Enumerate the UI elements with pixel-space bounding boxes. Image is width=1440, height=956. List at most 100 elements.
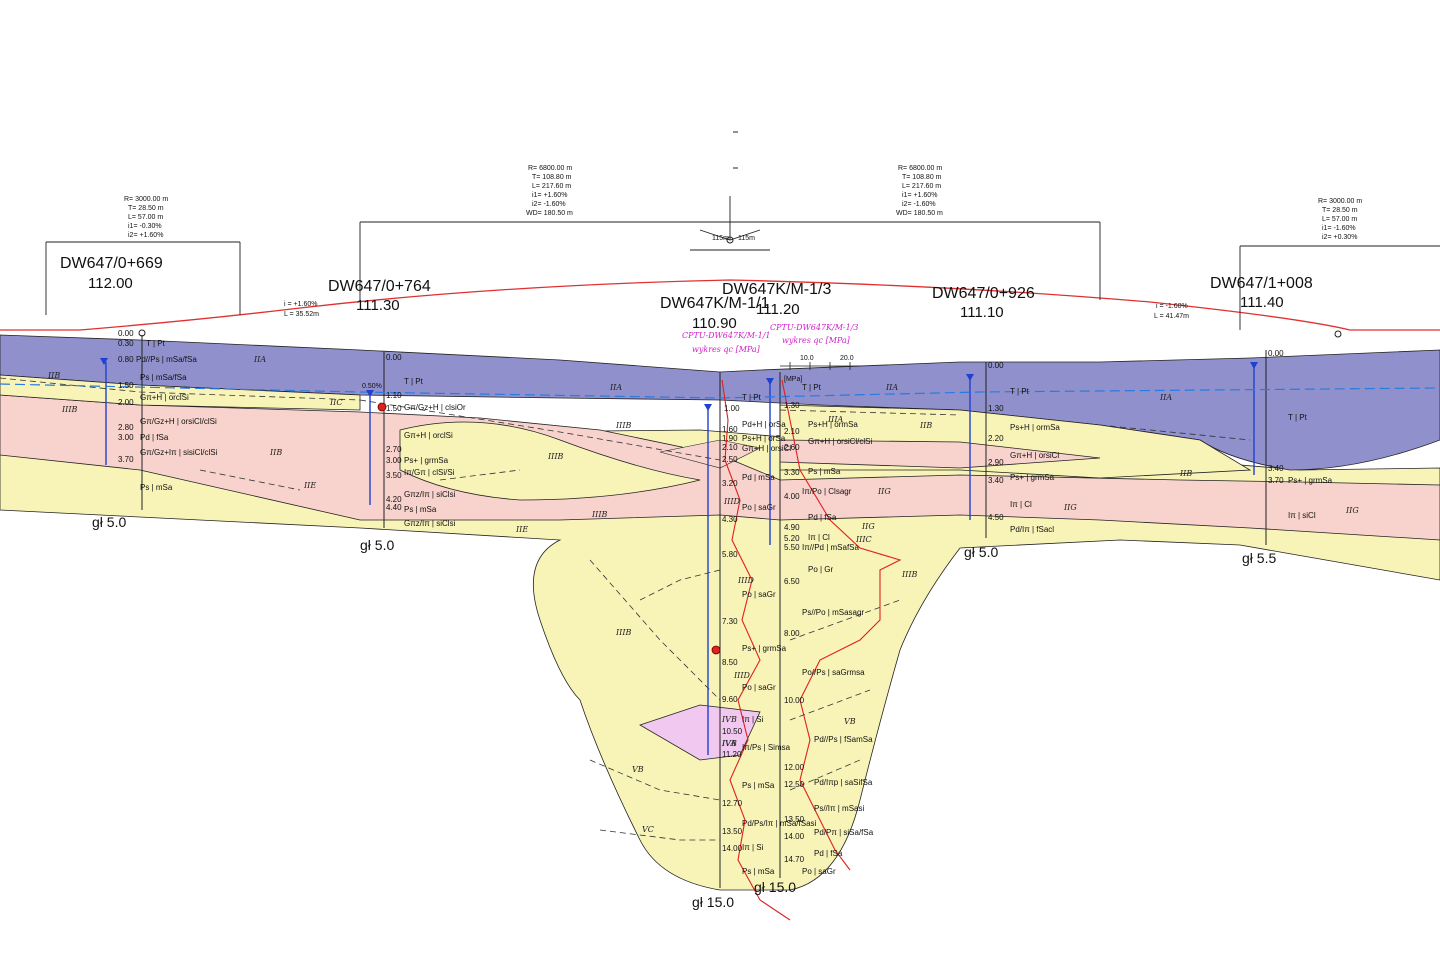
depth-label: gł 5.0 bbox=[92, 514, 126, 530]
svg-text:2.60: 2.60 bbox=[784, 443, 800, 452]
svg-text:L= 217.60 m: L= 217.60 m bbox=[532, 183, 571, 190]
borehole-elevation: 111.40 bbox=[1240, 294, 1284, 311]
svg-text:10.00: 10.00 bbox=[784, 696, 805, 705]
svg-text:Iπ | Cl: Iπ | Cl bbox=[808, 533, 830, 542]
svg-text:T= 108.80 m: T= 108.80 m bbox=[532, 174, 572, 181]
groundwater-line bbox=[0, 383, 1440, 399]
svg-text:Gπ+H | orclSi: Gπ+H | orclSi bbox=[140, 393, 189, 402]
svg-text:WD= 180.50 m: WD= 180.50 m bbox=[896, 210, 943, 217]
svg-text:1.10: 1.10 bbox=[386, 391, 402, 400]
svg-text:Pd | fSa: Pd | fSa bbox=[814, 849, 843, 858]
svg-text:IIID: IIID bbox=[737, 576, 754, 585]
svg-text:1.90: 1.90 bbox=[722, 434, 738, 443]
svg-text:IIG: IIG bbox=[1063, 503, 1077, 512]
svg-text:Pd/Ps/Iπ | mSa/fSasi: Pd/Ps/Iπ | mSa/fSasi bbox=[742, 819, 817, 828]
svg-text:IIIB: IIIB bbox=[547, 452, 563, 461]
svg-text:Pd/Iπ | fSacl: Pd/Iπ | fSacl bbox=[1010, 525, 1054, 534]
svg-text:Pd | fSa: Pd | fSa bbox=[140, 433, 169, 442]
svg-text:Ps | mSa: Ps | mSa bbox=[808, 467, 841, 476]
svg-text:T= 28.50 m: T= 28.50 m bbox=[128, 205, 164, 212]
svg-text:WD= 180.50 m: WD= 180.50 m bbox=[526, 210, 573, 217]
depth-label: gł 5.0 bbox=[964, 544, 998, 560]
svg-text:i1= +1.60%: i1= +1.60% bbox=[532, 192, 567, 199]
svg-text:4.90: 4.90 bbox=[784, 523, 800, 532]
svg-text:Ps+ | grmSa: Ps+ | grmSa bbox=[742, 644, 787, 653]
svg-text:14.00: 14.00 bbox=[784, 832, 805, 841]
svg-text:i2= -1.60%: i2= -1.60% bbox=[902, 201, 936, 208]
svg-text:R= 3000.00 m: R= 3000.00 m bbox=[1318, 198, 1362, 205]
svg-text:i1= -1.60%: i1= -1.60% bbox=[1322, 225, 1356, 232]
svg-text:i1= -0.30%: i1= -0.30% bbox=[128, 223, 162, 230]
svg-text:Pd/Pπ | siSa/fSa: Pd/Pπ | siSa/fSa bbox=[814, 828, 874, 837]
svg-text:Pd+H | orSa: Pd+H | orSa bbox=[742, 420, 786, 429]
svg-text:Ps | mSa: Ps | mSa bbox=[742, 867, 775, 876]
svg-text:IIA: IIA bbox=[885, 383, 898, 392]
svg-text:Po | saGr: Po | saGr bbox=[742, 590, 776, 599]
svg-text:i2= +0.30%: i2= +0.30% bbox=[1322, 234, 1357, 241]
curve-params-3: R= 6800.00 m T= 108.80 m L= 217.60 m i1=… bbox=[896, 165, 943, 217]
layers-bh6: 0.00 T | Pt 3.40 3.70 Ps+ | grmSa Iπ | s… bbox=[1268, 349, 1333, 520]
svg-text:L= 217.60 m: L= 217.60 m bbox=[902, 183, 941, 190]
svg-text:IIIB: IIIB bbox=[615, 421, 631, 430]
svg-text:Ps//Iπ | mSasi: Ps//Iπ | mSasi bbox=[814, 804, 864, 813]
svg-text:IIID: IIID bbox=[723, 497, 740, 506]
svg-text:115m: 115m bbox=[738, 235, 755, 242]
svg-text:Gπ+H | orclSi: Gπ+H | orclSi bbox=[404, 431, 453, 440]
svg-text:CPTU-DW647K/M-1/3: CPTU-DW647K/M-1/3 bbox=[770, 323, 859, 332]
svg-text:IIG: IIG bbox=[877, 487, 891, 496]
svg-text:3.50: 3.50 bbox=[386, 471, 402, 480]
svg-text:IIIB: IIIB bbox=[901, 570, 917, 579]
svg-text:Pd | mSa: Pd | mSa bbox=[742, 473, 775, 482]
svg-text:5.20: 5.20 bbox=[784, 534, 800, 543]
depth-label: gł 5.5 bbox=[1242, 550, 1276, 566]
layer-magenta-lens bbox=[639, 704, 761, 761]
svg-text:11.20: 11.20 bbox=[722, 750, 742, 759]
svg-text:IIIA: IIIA bbox=[827, 415, 843, 424]
svg-text:10.0: 10.0 bbox=[800, 355, 814, 362]
svg-text:Ps//Po | mSasagr: Ps//Po | mSasagr bbox=[802, 608, 864, 617]
layers-bh3: 1.00 T | Pt 1.60 Pd+H | orSa 1.90 Ps+H |… bbox=[722, 393, 817, 876]
svg-text:5.50: 5.50 bbox=[784, 543, 800, 552]
svg-text:IIE: IIE bbox=[303, 481, 316, 490]
borehole-id: DW647/0+926 bbox=[932, 285, 1035, 302]
svg-text:3.00: 3.00 bbox=[118, 433, 134, 442]
svg-text:IVB: IVB bbox=[721, 715, 737, 724]
svg-text:i2= -1.60%: i2= -1.60% bbox=[532, 201, 566, 208]
svg-text:VC: VC bbox=[642, 825, 654, 834]
svg-text:12.70: 12.70 bbox=[722, 799, 743, 808]
svg-text:T | Pt: T | Pt bbox=[802, 383, 822, 392]
svg-text:4.30: 4.30 bbox=[722, 515, 738, 524]
svg-text:4.00: 4.00 bbox=[784, 492, 800, 501]
cptu-labels: CPTU-DW647K/M-1/1 wykres qc [MPa] CPTU-D… bbox=[682, 323, 859, 383]
svg-text:VB: VB bbox=[632, 765, 644, 774]
svg-text:Po | saGr: Po | saGr bbox=[742, 503, 776, 512]
svg-text:2.50: 2.50 bbox=[722, 455, 738, 464]
svg-text:IIB: IIB bbox=[1179, 469, 1192, 478]
svg-text:L= 57.00 m: L= 57.00 m bbox=[128, 214, 163, 221]
svg-text:2.10: 2.10 bbox=[722, 443, 738, 452]
svg-text:T | Pt: T | Pt bbox=[742, 393, 762, 402]
svg-text:T= 108.80 m: T= 108.80 m bbox=[902, 174, 942, 181]
layers-bh2: 0.00 T | Pt 1.10 Gπ/Gz+H | clsiOr 1.50 G… bbox=[386, 353, 466, 528]
depth-label: gł 5.0 bbox=[360, 537, 394, 553]
svg-text:1.30: 1.30 bbox=[784, 401, 800, 410]
svg-text:IIID: IIID bbox=[733, 671, 750, 680]
svg-text:3.70: 3.70 bbox=[118, 455, 134, 464]
svg-text:5.80: 5.80 bbox=[722, 550, 738, 559]
svg-text:Iπ/Gπ | clSi/Si: Iπ/Gπ | clSi/Si bbox=[404, 468, 455, 477]
svg-text:Pd/Iπp | saSifSa: Pd/Iπp | saSifSa bbox=[814, 778, 873, 787]
svg-text:[MPa]: [MPa] bbox=[784, 376, 802, 383]
water-level-markers bbox=[100, 358, 1258, 411]
svg-text:1.60: 1.60 bbox=[722, 425, 738, 434]
svg-text:Gπ+H | orsiCl: Gπ+H | orsiCl bbox=[1010, 451, 1059, 460]
svg-text:Gπ+H | orsiCl/clSi: Gπ+H | orsiCl/clSi bbox=[808, 437, 872, 446]
svg-text:Gπ/Gz+H | clsiOr: Gπ/Gz+H | clsiOr bbox=[404, 403, 466, 412]
borehole-heads: DW647/0+669 112.00 DW647/0+764 111.30 DW… bbox=[60, 255, 1313, 332]
svg-text:T | Pt: T | Pt bbox=[1010, 387, 1030, 396]
borehole-id: DW647K/M-1/1 bbox=[660, 295, 769, 312]
borehole-blue-lines bbox=[105, 362, 1255, 755]
depth-label: gł 15.0 bbox=[692, 894, 734, 910]
svg-text:12.50: 12.50 bbox=[784, 780, 805, 789]
svg-text:Iπ | Si: Iπ | Si bbox=[742, 715, 764, 724]
svg-text:2.10: 2.10 bbox=[784, 427, 800, 436]
